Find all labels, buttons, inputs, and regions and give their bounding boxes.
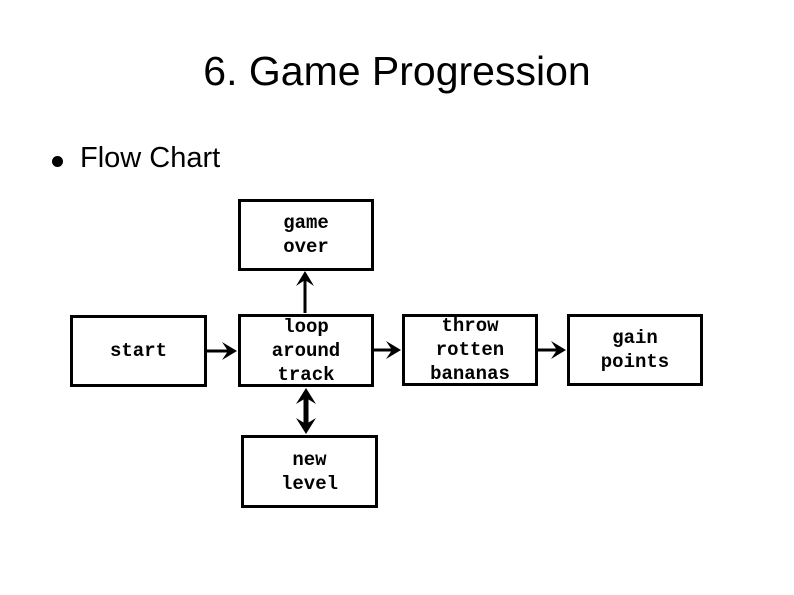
arrow-loop-new-level-double — [296, 388, 316, 434]
flowchart-node-start: start — [70, 315, 207, 387]
node-label-new-level: new level — [280, 448, 338, 495]
node-label-gain-points: gain points — [600, 327, 670, 373]
flowchart-node-throw-rotten-bananas: throw rotten bananas — [402, 314, 538, 386]
arrow-start-to-loop — [207, 342, 237, 360]
arrow-loop-to-game-over — [296, 271, 314, 313]
node-label-start: start — [109, 340, 167, 362]
bullet-icon — [52, 155, 63, 167]
node-label-loop-around-track: loop around track — [271, 315, 341, 386]
slide-title: 6. Game Progression — [203, 48, 591, 94]
flowchart-node-gain-points: gain points — [567, 314, 703, 386]
arrow-throw-to-gain — [538, 341, 566, 359]
flowchart-node-new-level: new level — [241, 435, 378, 508]
flowchart-node-game-over: game over — [238, 199, 374, 271]
bullet-item: Flow Chart — [52, 141, 220, 175]
arrow-loop-to-throw — [374, 341, 401, 359]
flowchart-node-loop-around-track: loop around track — [238, 314, 374, 387]
node-label-throw-rotten-bananas: throw rotten bananas — [430, 315, 510, 385]
node-label-game-over: game over — [283, 212, 329, 258]
bullet-label: Flow Chart — [80, 142, 221, 174]
